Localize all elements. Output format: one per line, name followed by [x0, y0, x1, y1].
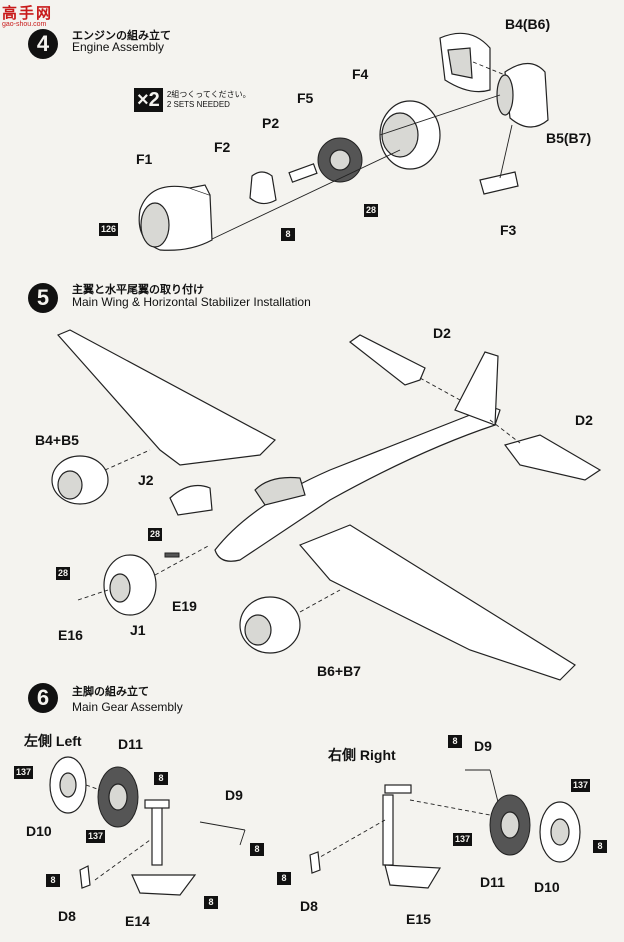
tag-28-e19: 28 [148, 528, 163, 541]
label-j1: J1 [130, 622, 146, 638]
tag-137-d10-right: 137 [571, 779, 591, 792]
tag-8-d10-right: 8 [593, 840, 607, 853]
step-6-title-en: Main Gear Assembly [72, 700, 183, 714]
label-d2-top: D2 [433, 325, 451, 341]
label-f1: F1 [136, 151, 153, 167]
label-d8-left: D8 [58, 908, 76, 924]
label-d2-right: D2 [575, 412, 593, 428]
tag-137-d11-right: 137 [453, 833, 473, 846]
right-side-label: 右側 Right [328, 747, 396, 763]
step-6-title-ja: 主脚の組み立て [72, 686, 149, 698]
left-side-label: 左側 Left [24, 733, 82, 749]
label-f3: F3 [500, 222, 517, 238]
tag-8-d9-left: 8 [250, 843, 264, 856]
sets-text-en: 2 SETS NEEDED [166, 100, 230, 109]
label-e14: E14 [125, 913, 150, 929]
tag-8: 8 [281, 228, 295, 241]
label-d8-right: D8 [300, 898, 318, 914]
step-4-number: 4 [28, 29, 58, 59]
tag-28-e16: 28 [56, 567, 71, 580]
label-p2: P2 [262, 115, 280, 131]
airplane-drawing [51, 329, 602, 681]
tag-8-d11-left: 8 [154, 772, 168, 785]
tag-8-d8-left: 8 [46, 874, 60, 887]
landing-gear-drawing [49, 756, 581, 896]
label-f5: F5 [297, 90, 314, 106]
label-b4-b5: B4+B5 [35, 432, 79, 448]
label-d10-right: D10 [534, 879, 560, 895]
tag-126: 126 [99, 223, 119, 236]
label-f4: F4 [352, 66, 369, 82]
tag-28: 28 [364, 204, 379, 217]
watermark-site: 高手网 [2, 5, 54, 22]
label-d9-right: D9 [474, 738, 492, 754]
sets-text-ja: 2組つくってください。 [166, 90, 251, 99]
watermark-url: gao-shou.com [2, 21, 47, 28]
sets-multiplier: ×2 [134, 88, 163, 112]
label-d10-left: D10 [26, 823, 52, 839]
label-e19: E19 [172, 598, 197, 614]
label-b4: B4(B6) [505, 16, 551, 32]
tag-137-d10-left: 137 [14, 766, 34, 779]
step-5-title-ja: 主翼と水平尾翼の取り付け [72, 284, 204, 296]
step-4-title-en: Engine Assembly [72, 40, 165, 54]
label-b5: B5(B7) [546, 130, 592, 146]
label-j2: J2 [138, 472, 154, 488]
sets-text: 2組つくってください。 2 SETS NEEDED [167, 90, 251, 110]
step-4-title-ja: エンジンの組み立て [72, 30, 171, 42]
label-d11-left: D11 [118, 736, 143, 752]
sets-needed-note: ×2 2組つくってください。 2 SETS NEEDED [134, 88, 251, 112]
step-5-title-en: Main Wing & Horizontal Stabilizer Instal… [72, 295, 311, 309]
label-e15: E15 [406, 911, 431, 927]
label-d11-right: D11 [480, 874, 505, 890]
label-d9-left: D9 [225, 787, 243, 803]
tag-8-e14: 8 [204, 896, 218, 909]
step-5-number: 5 [28, 283, 58, 313]
watermark-logo: 高手网 gao-shou.com [2, 2, 53, 28]
label-e16: E16 [58, 627, 83, 643]
step-6-number: 6 [28, 683, 58, 713]
tag-8-d9-right: 8 [448, 735, 462, 748]
radial-cylinders [317, 137, 363, 183]
label-f2: F2 [214, 139, 231, 155]
label-b6-b7: B6+B7 [317, 663, 361, 679]
tag-8-d8-right: 8 [277, 872, 291, 885]
tag-137-d11-left: 137 [86, 830, 106, 843]
engine-assembly-drawing [138, 32, 549, 251]
